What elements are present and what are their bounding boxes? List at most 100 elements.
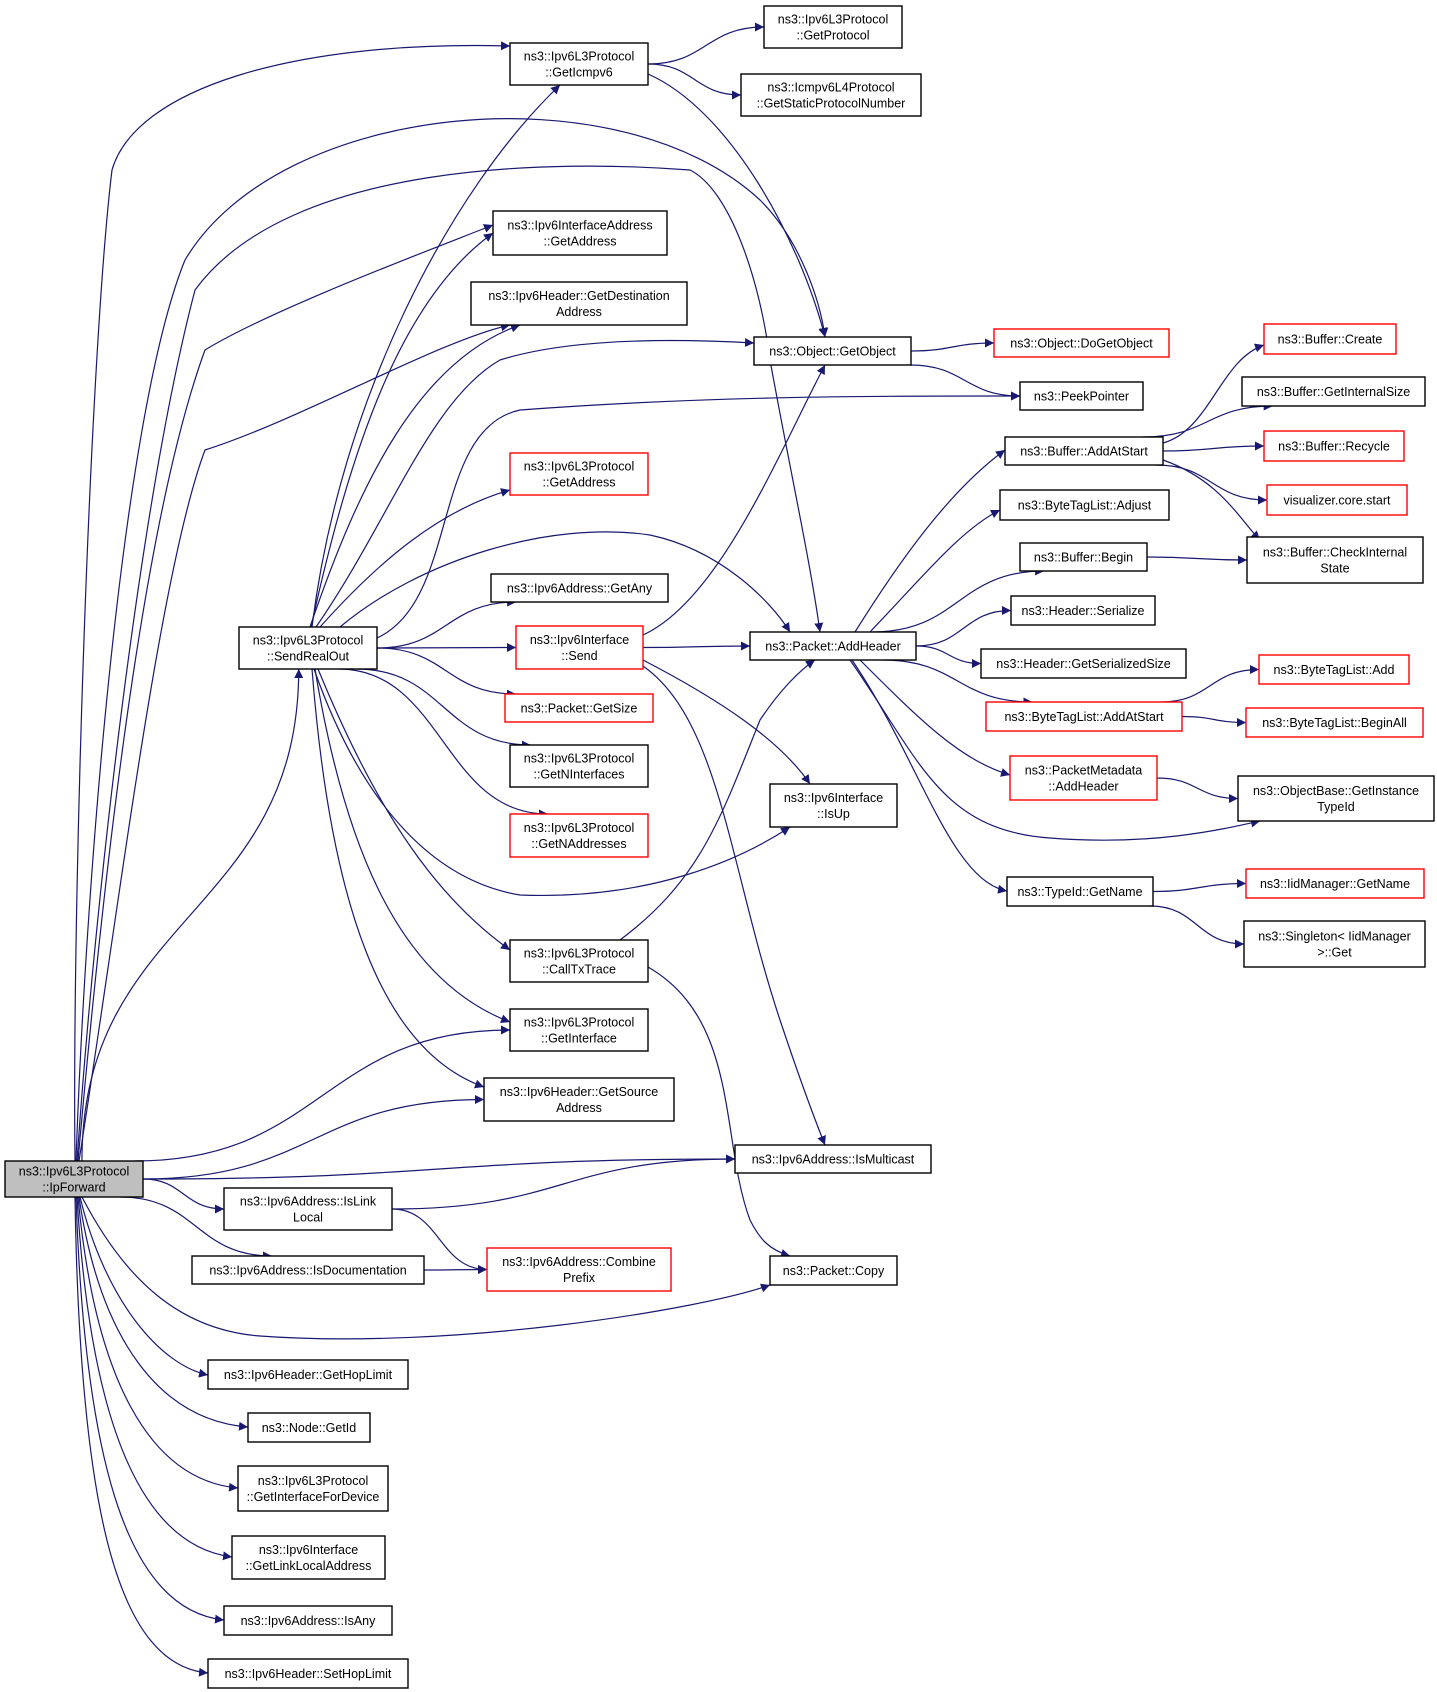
node-box[interactable]: [980, 648, 1187, 679]
node-box[interactable]: [509, 1008, 649, 1052]
node-get-size[interactable]: ns3::Packet::GetSize: [504, 693, 654, 723]
node-box[interactable]: [238, 626, 378, 670]
node-box[interactable]: [223, 1605, 393, 1636]
node-get-hop-limit[interactable]: ns3::Ipv6Header::GetHopLimit: [207, 1359, 409, 1390]
node-is-multicast[interactable]: ns3::Ipv6Address::IsMulticast: [734, 1144, 932, 1174]
node-box[interactable]: [509, 939, 649, 983]
node-send-real-out[interactable]: ns3::Ipv6L3Protocol::SendRealOut: [238, 626, 378, 670]
node-box[interactable]: [1241, 376, 1426, 407]
node-box[interactable]: [734, 1144, 932, 1174]
node-box[interactable]: [1246, 536, 1424, 584]
node-add-header[interactable]: ns3::Packet::AddHeader: [749, 631, 917, 661]
node-buffer-get-internal-size[interactable]: ns3::Buffer::GetInternalSize: [1241, 376, 1426, 407]
node-box[interactable]: [4, 1160, 144, 1198]
node-box[interactable]: [509, 42, 649, 86]
node-box[interactable]: [1263, 430, 1405, 462]
node-get-naddresses[interactable]: ns3::Ipv6L3Protocol::GetNAddresses: [509, 813, 649, 858]
node-box[interactable]: [207, 1359, 409, 1390]
node-byte-tag-list-add[interactable]: ns3::ByteTagList::Add: [1258, 654, 1410, 685]
node-box[interactable]: [769, 1255, 898, 1286]
node-box[interactable]: [1243, 920, 1426, 968]
node-box[interactable]: [1010, 595, 1156, 626]
node-box[interactable]: [515, 625, 644, 670]
node-singleton-get[interactable]: ns3::Singleton< IidManager>::Get: [1243, 920, 1426, 968]
node-get-object[interactable]: ns3::Object::GetObject: [753, 336, 912, 366]
node-node-get-id[interactable]: ns3::Node::GetId: [247, 1412, 371, 1443]
node-box[interactable]: [763, 5, 903, 49]
node-is-any[interactable]: ns3::Ipv6Address::IsAny: [223, 1605, 393, 1636]
node-box[interactable]: [1237, 775, 1435, 822]
node-box[interactable]: [1019, 381, 1144, 411]
node-get-ninterfaces[interactable]: ns3::Ipv6L3Protocol::GetNInterfaces: [509, 744, 649, 788]
node-if-send[interactable]: ns3::Ipv6Interface::Send: [515, 625, 644, 670]
node-box[interactable]: [1006, 876, 1154, 907]
node-l3-get-address[interactable]: ns3::Ipv6L3Protocol::GetAddress: [509, 452, 649, 496]
node-box[interactable]: [1245, 707, 1424, 738]
node-if-addr-get-address[interactable]: ns3::Ipv6InterfaceAddress::GetAddress: [492, 210, 668, 256]
node-box[interactable]: [1245, 868, 1425, 899]
node-box[interactable]: [1004, 436, 1164, 466]
node-get-any[interactable]: ns3::Ipv6Address::GetAny: [490, 573, 669, 603]
node-buffer-add-at-start[interactable]: ns3::Buffer::AddAtStart: [1004, 436, 1164, 466]
node-box[interactable]: [486, 1247, 672, 1292]
node-do-get-object[interactable]: ns3::Object::DoGetObject: [993, 328, 1170, 358]
node-box[interactable]: [470, 281, 688, 326]
node-call-tx-trace[interactable]: ns3::Ipv6L3Protocol::CallTxTrace: [509, 939, 649, 983]
node-box[interactable]: [769, 783, 898, 828]
node-box[interactable]: [509, 744, 649, 788]
node-get-protocol[interactable]: ns3::Ipv6L3Protocol::GetProtocol: [763, 5, 903, 49]
node-packet-metadata-add-header[interactable]: ns3::PacketMetadata::AddHeader: [1009, 755, 1158, 801]
node-box[interactable]: [1258, 654, 1410, 685]
node-set-hop-limit[interactable]: ns3::Ipv6Header::SetHopLimit: [207, 1658, 409, 1689]
node-byte-tag-list-add-at-start[interactable]: ns3::ByteTagList::AddAtStart: [985, 701, 1183, 732]
node-box[interactable]: [740, 73, 922, 117]
node-peek-pointer[interactable]: ns3::PeekPointer: [1019, 381, 1144, 411]
node-buffer-recycle[interactable]: ns3::Buffer::Recycle: [1263, 430, 1405, 462]
node-box[interactable]: [207, 1658, 409, 1689]
node-box[interactable]: [753, 336, 912, 366]
node-box[interactable]: [191, 1255, 425, 1285]
node-box[interactable]: [247, 1412, 371, 1443]
node-box[interactable]: [985, 701, 1183, 732]
node-byte-tag-list-begin-all[interactable]: ns3::ByteTagList::BeginAll: [1245, 707, 1424, 738]
node-box[interactable]: [492, 210, 668, 256]
node-visualizer-start[interactable]: visualizer.core.start: [1266, 484, 1408, 516]
node-is-up[interactable]: ns3::Ipv6Interface::IsUp: [769, 783, 898, 828]
node-ip-forward[interactable]: ns3::Ipv6L3Protocol::IpForward: [4, 1160, 144, 1198]
node-get-link-local-address[interactable]: ns3::Ipv6Interface::GetLinkLocalAddress: [231, 1535, 386, 1580]
node-box[interactable]: [223, 1187, 393, 1231]
node-box[interactable]: [509, 813, 649, 858]
node-box[interactable]: [1009, 755, 1158, 801]
node-box[interactable]: [490, 573, 669, 603]
node-get-interface[interactable]: ns3::Ipv6L3Protocol::GetInterface: [509, 1008, 649, 1052]
node-box[interactable]: [509, 452, 649, 496]
node-header-get-serialized-size[interactable]: ns3::Header::GetSerializedSize: [980, 648, 1187, 679]
node-box[interactable]: [504, 693, 654, 723]
node-is-documentation[interactable]: ns3::Ipv6Address::IsDocumentation: [191, 1255, 425, 1285]
node-box[interactable]: [237, 1465, 389, 1512]
node-box[interactable]: [1263, 323, 1397, 355]
node-byte-tag-list-adjust[interactable]: ns3::ByteTagList::Adjust: [999, 489, 1170, 521]
node-box[interactable]: [483, 1077, 675, 1122]
node-box[interactable]: [993, 328, 1170, 358]
node-header-serialize[interactable]: ns3::Header::Serialize: [1010, 595, 1156, 626]
node-box[interactable]: [1266, 484, 1408, 516]
node-box[interactable]: [1019, 542, 1148, 572]
node-buffer-create[interactable]: ns3::Buffer::Create: [1263, 323, 1397, 355]
node-get-static-protocol-number[interactable]: ns3::Icmpv6L4Protocol::GetStaticProtocol…: [740, 73, 922, 117]
node-type-id-get-name[interactable]: ns3::TypeId::GetName: [1006, 876, 1154, 907]
node-iid-manager-get-name[interactable]: ns3::IidManager::GetName: [1245, 868, 1425, 899]
node-get-interface-for-device[interactable]: ns3::Ipv6L3Protocol::GetInterfaceForDevi…: [237, 1465, 389, 1512]
node-buffer-begin[interactable]: ns3::Buffer::Begin: [1019, 542, 1148, 572]
node-box[interactable]: [231, 1535, 386, 1580]
node-packet-copy[interactable]: ns3::Packet::Copy: [769, 1255, 898, 1286]
node-box[interactable]: [749, 631, 917, 661]
node-box[interactable]: [999, 489, 1170, 521]
node-get-icmpv6[interactable]: ns3::Ipv6L3Protocol::GetIcmpv6: [509, 42, 649, 86]
